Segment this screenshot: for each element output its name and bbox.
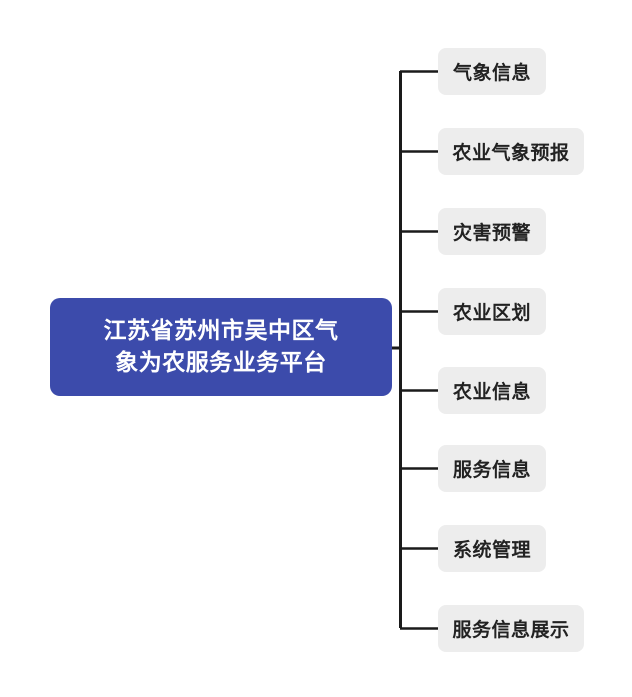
child-node-fuwu-xinxi[interactable]: 服务信息	[438, 445, 546, 492]
root-node-label: 江苏省苏州市吴中区气 象为农服务业务平台	[103, 317, 339, 375]
child-node-label: 农业信息	[453, 382, 532, 403]
child-node-label: 农业气象预报	[452, 143, 570, 164]
child-node-label: 气象信息	[453, 63, 532, 84]
child-node-qixiang-xinxi[interactable]: 气象信息	[438, 48, 546, 95]
child-node-label: 服务信息	[453, 460, 532, 481]
child-node-label: 灾害预警	[453, 223, 532, 244]
root-node[interactable]: 江苏省苏州市吴中区气 象为农服务业务平台	[50, 298, 392, 396]
child-node-label: 系统管理	[453, 540, 532, 561]
child-node-nongye-qixiang-yubao[interactable]: 农业气象预报	[438, 128, 584, 175]
child-node-label: 农业区划	[453, 303, 532, 324]
child-node-nongye-xinxi[interactable]: 农业信息	[438, 367, 546, 414]
child-node-zaihai-yujing[interactable]: 灾害预警	[438, 208, 546, 255]
child-node-label: 服务信息展示	[452, 620, 570, 641]
child-node-fuwu-xinxi-zhanshi[interactable]: 服务信息展示	[438, 605, 584, 652]
child-node-nongye-quhua[interactable]: 农业区划	[438, 288, 546, 335]
child-node-xitong-guanli[interactable]: 系统管理	[438, 525, 546, 572]
